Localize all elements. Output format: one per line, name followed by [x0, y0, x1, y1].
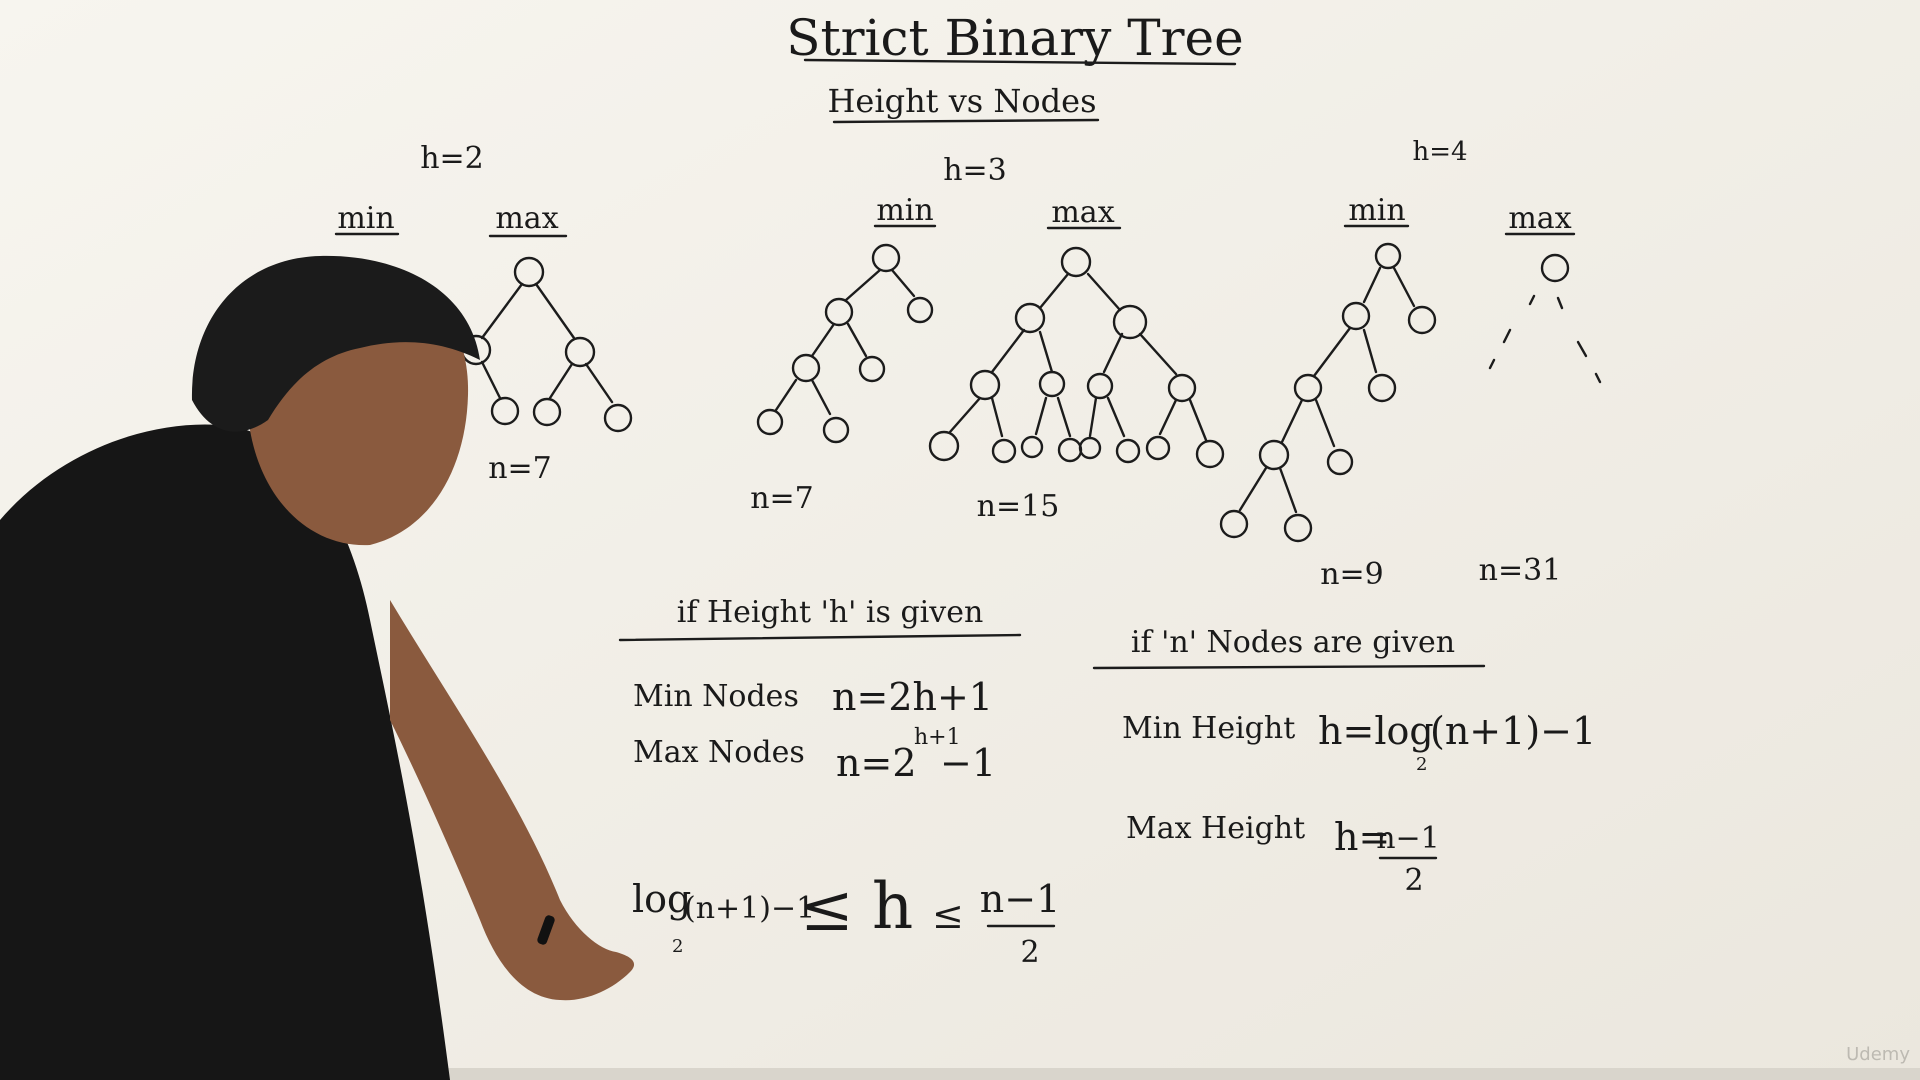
inequality-left-tail: (n+1)−1 [684, 891, 815, 926]
h4-max-tree-sketch [1488, 253, 1602, 384]
h3-min-tree [756, 243, 934, 444]
inequality-numerator: n−1 [980, 877, 1061, 921]
presenter-hair [191, 255, 481, 432]
max-height-numerator: n−1 [1376, 821, 1440, 856]
inequality-log-subscript: 2 [672, 936, 683, 957]
min-height-label: Min Height [1122, 711, 1295, 746]
h3-max-label: max [1051, 195, 1114, 230]
min-height-formula-head: h=log [1318, 709, 1434, 753]
presenter-shirt [0, 424, 450, 1080]
h4-min-tree [1219, 242, 1437, 543]
max-nodes-formula-base: n=2 [836, 741, 917, 785]
page-title: Strict Binary Tree [786, 9, 1243, 67]
min-height-formula-tail: (n+1)−1 [1430, 709, 1596, 753]
h2-max-count: n=7 [488, 451, 552, 486]
h4-max-label: max [1508, 201, 1571, 236]
board-edge [0, 1068, 1920, 1080]
h3-min-count: n=7 [750, 481, 814, 516]
inequality-leq-2: ≤ [932, 893, 964, 937]
h4-min-count: n=9 [1320, 557, 1384, 592]
max-nodes-formula-tail: −1 [940, 741, 996, 785]
presenter [0, 255, 635, 1080]
nodes-given-underline [1092, 664, 1486, 670]
subtitle-underline [832, 118, 1100, 124]
h4-max-count: n=31 [1479, 553, 1562, 588]
max-height-formula-head: h= [1334, 815, 1390, 859]
page-subtitle: Height vs Nodes [828, 82, 1097, 120]
nodes-given-heading: if 'n' Nodes are given [1131, 625, 1455, 660]
h2-min-label: min [337, 201, 394, 236]
h3-max-count: n=15 [977, 489, 1060, 524]
h3-min-label: min [876, 193, 933, 228]
inequality-leq-1: ≤ [800, 872, 854, 946]
h2-height-label: h=2 [420, 141, 484, 176]
title-underline [803, 58, 1237, 66]
min-height-formula-subscript: 2 [1416, 754, 1427, 775]
min-nodes-label: Min Nodes [633, 679, 799, 714]
h4-height-label: h=4 [1412, 137, 1467, 167]
inequality-log: log [632, 877, 691, 921]
presenter-hand [390, 600, 635, 1001]
inequality-h: h [872, 870, 913, 944]
height-given-underline [618, 633, 1022, 642]
max-nodes-label: Max Nodes [633, 735, 805, 770]
height-given-heading: if Height 'h' is given [677, 595, 984, 630]
max-nodes-formula-exponent: h+1 [914, 725, 961, 750]
h3-height-label: h=3 [943, 153, 1007, 188]
marker-pen [537, 915, 555, 945]
max-height-denominator: 2 [1404, 863, 1423, 898]
h2-max-label: max [495, 201, 558, 236]
h3-max-tree [928, 246, 1225, 469]
min-nodes-formula: n=2h+1 [832, 675, 993, 719]
h2-max-tree [460, 256, 633, 433]
max-height-label: Max Height [1126, 811, 1305, 846]
inequality-denominator: 2 [1020, 935, 1039, 970]
udemy-watermark: Udemy [1846, 1044, 1910, 1065]
h4-min-label: min [1348, 193, 1405, 228]
